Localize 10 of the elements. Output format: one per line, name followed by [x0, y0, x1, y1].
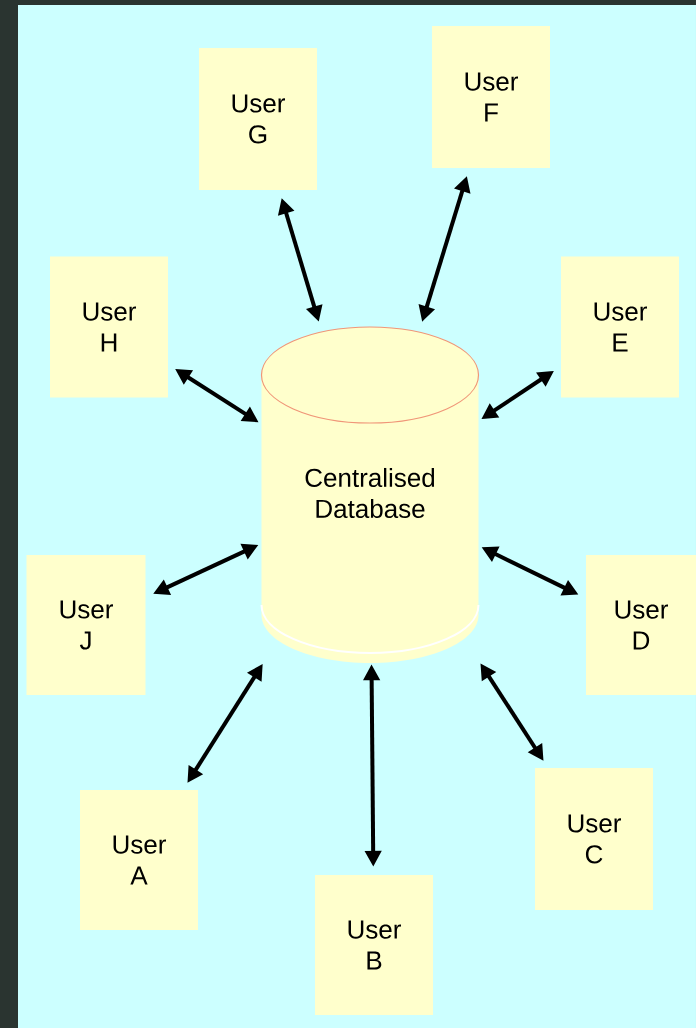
user-box: User B: [315, 875, 433, 1015]
database-cylinder: Centralised Database: [260, 326, 480, 663]
user-box: User H: [50, 256, 168, 398]
user-box: User F: [432, 26, 550, 168]
user-box: User C: [535, 768, 653, 910]
user-box: User G: [199, 48, 317, 190]
user-box: User D: [586, 555, 696, 695]
user-box: User A: [80, 790, 198, 930]
user-box: User E: [561, 256, 679, 398]
user-box: User J: [26, 555, 146, 695]
